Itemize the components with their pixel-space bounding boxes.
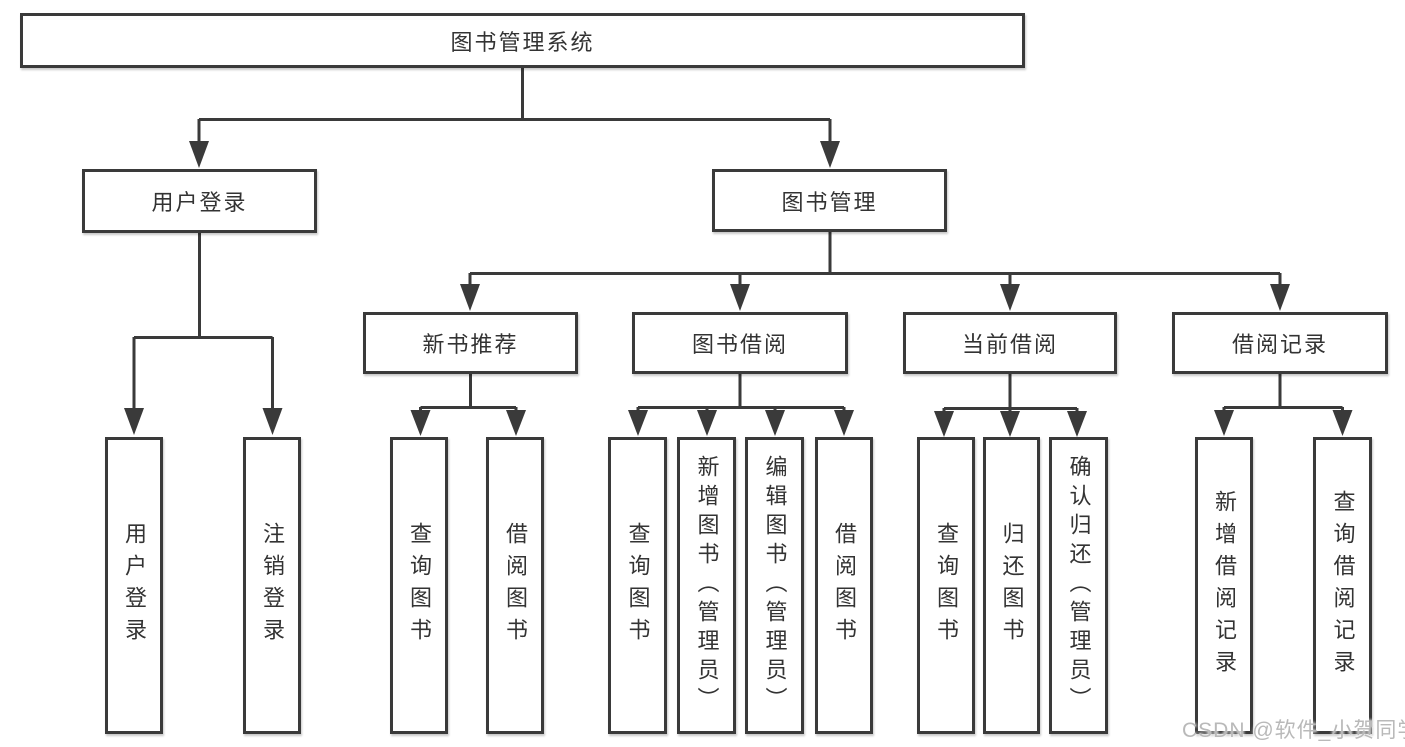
node-leaf-borrow-books-borrowing-label: 借阅图书 (832, 521, 857, 650)
connector-root (197, 68, 832, 143)
node-leaf-query-books-recommend: 查询图书 (390, 437, 448, 734)
node-user-login: 用户登录 (82, 169, 317, 233)
node-leaf-add-borrow-record-label: 新增借阅记录 (1212, 489, 1237, 682)
node-leaf-borrow-books-recommend-label: 借阅图书 (503, 521, 528, 650)
csdn-watermark: CSDN @软件_小贺同学 (1182, 719, 1405, 742)
node-leaf-return-books: 归还图书 (983, 437, 1040, 734)
connector-new-book-recommendation (419, 374, 518, 412)
node-leaf-confirm-return-admin-label: 确认归还（管理员） (1066, 455, 1092, 716)
node-book-borrowing-label: 图书借阅 (691, 332, 788, 357)
node-borrowing-records: 借阅记录 (1172, 312, 1388, 374)
connector-borrowing-records (1222, 374, 1344, 412)
node-leaf-query-borrow-record: 查询借阅记录 (1313, 437, 1372, 734)
node-current-borrowing: 当前借阅 (903, 312, 1117, 374)
node-leaf-query-books-current: 查询图书 (917, 437, 975, 734)
node-new-book-recommendation: 新书推荐 (363, 312, 578, 374)
node-leaf-logout: 注销登录 (243, 437, 301, 734)
node-leaf-query-books-borrowing: 查询图书 (608, 437, 667, 734)
node-leaf-confirm-return-admin: 确认归还（管理员） (1049, 437, 1108, 734)
node-leaf-logout-label: 注销登录 (260, 521, 285, 650)
node-leaf-borrow-books-recommend: 借阅图书 (486, 437, 544, 734)
node-leaf-query-books-recommend-label: 查询图书 (407, 521, 432, 650)
node-leaf-return-books-label: 归还图书 (999, 521, 1025, 650)
node-root-label: 图书管理系统 (450, 29, 595, 55)
node-book-management-label: 图书管理 (781, 189, 878, 215)
connector-book-borrowing (636, 374, 846, 412)
node-leaf-add-borrow-record: 新增借阅记录 (1195, 437, 1253, 734)
connector-current-borrowing (942, 374, 1079, 412)
node-book-borrowing: 图书借阅 (632, 312, 848, 374)
node-new-book-recommendation-label: 新书推荐 (422, 332, 519, 357)
node-leaf-add-books-admin: 新增图书（管理员） (677, 437, 736, 734)
node-borrowing-records-label: 借阅记录 (1231, 332, 1328, 357)
node-current-borrowing-label: 当前借阅 (961, 332, 1058, 357)
node-leaf-query-borrow-record-label: 查询借阅记录 (1330, 489, 1356, 682)
node-leaf-borrow-books-borrowing: 借阅图书 (815, 437, 873, 734)
connector-user-login (132, 233, 274, 409)
node-leaf-edit-books-admin: 编辑图书（管理员） (745, 437, 804, 734)
node-leaf-user-login: 用户登录 (105, 437, 163, 734)
node-root: 图书管理系统 (20, 13, 1025, 68)
node-leaf-query-books-borrowing-label: 查询图书 (625, 521, 651, 650)
arrowheads (124, 141, 1353, 437)
node-book-management: 图书管理 (712, 169, 947, 232)
node-user-login-label: 用户登录 (151, 190, 248, 215)
node-leaf-query-books-current-label: 查询图书 (934, 521, 959, 650)
connector-book-management (468, 232, 1282, 287)
node-leaf-edit-books-admin-label: 编辑图书（管理员） (762, 455, 788, 716)
node-leaf-add-books-admin-label: 新增图书（管理员） (694, 455, 720, 716)
node-leaf-user-login-label: 用户登录 (122, 521, 147, 650)
